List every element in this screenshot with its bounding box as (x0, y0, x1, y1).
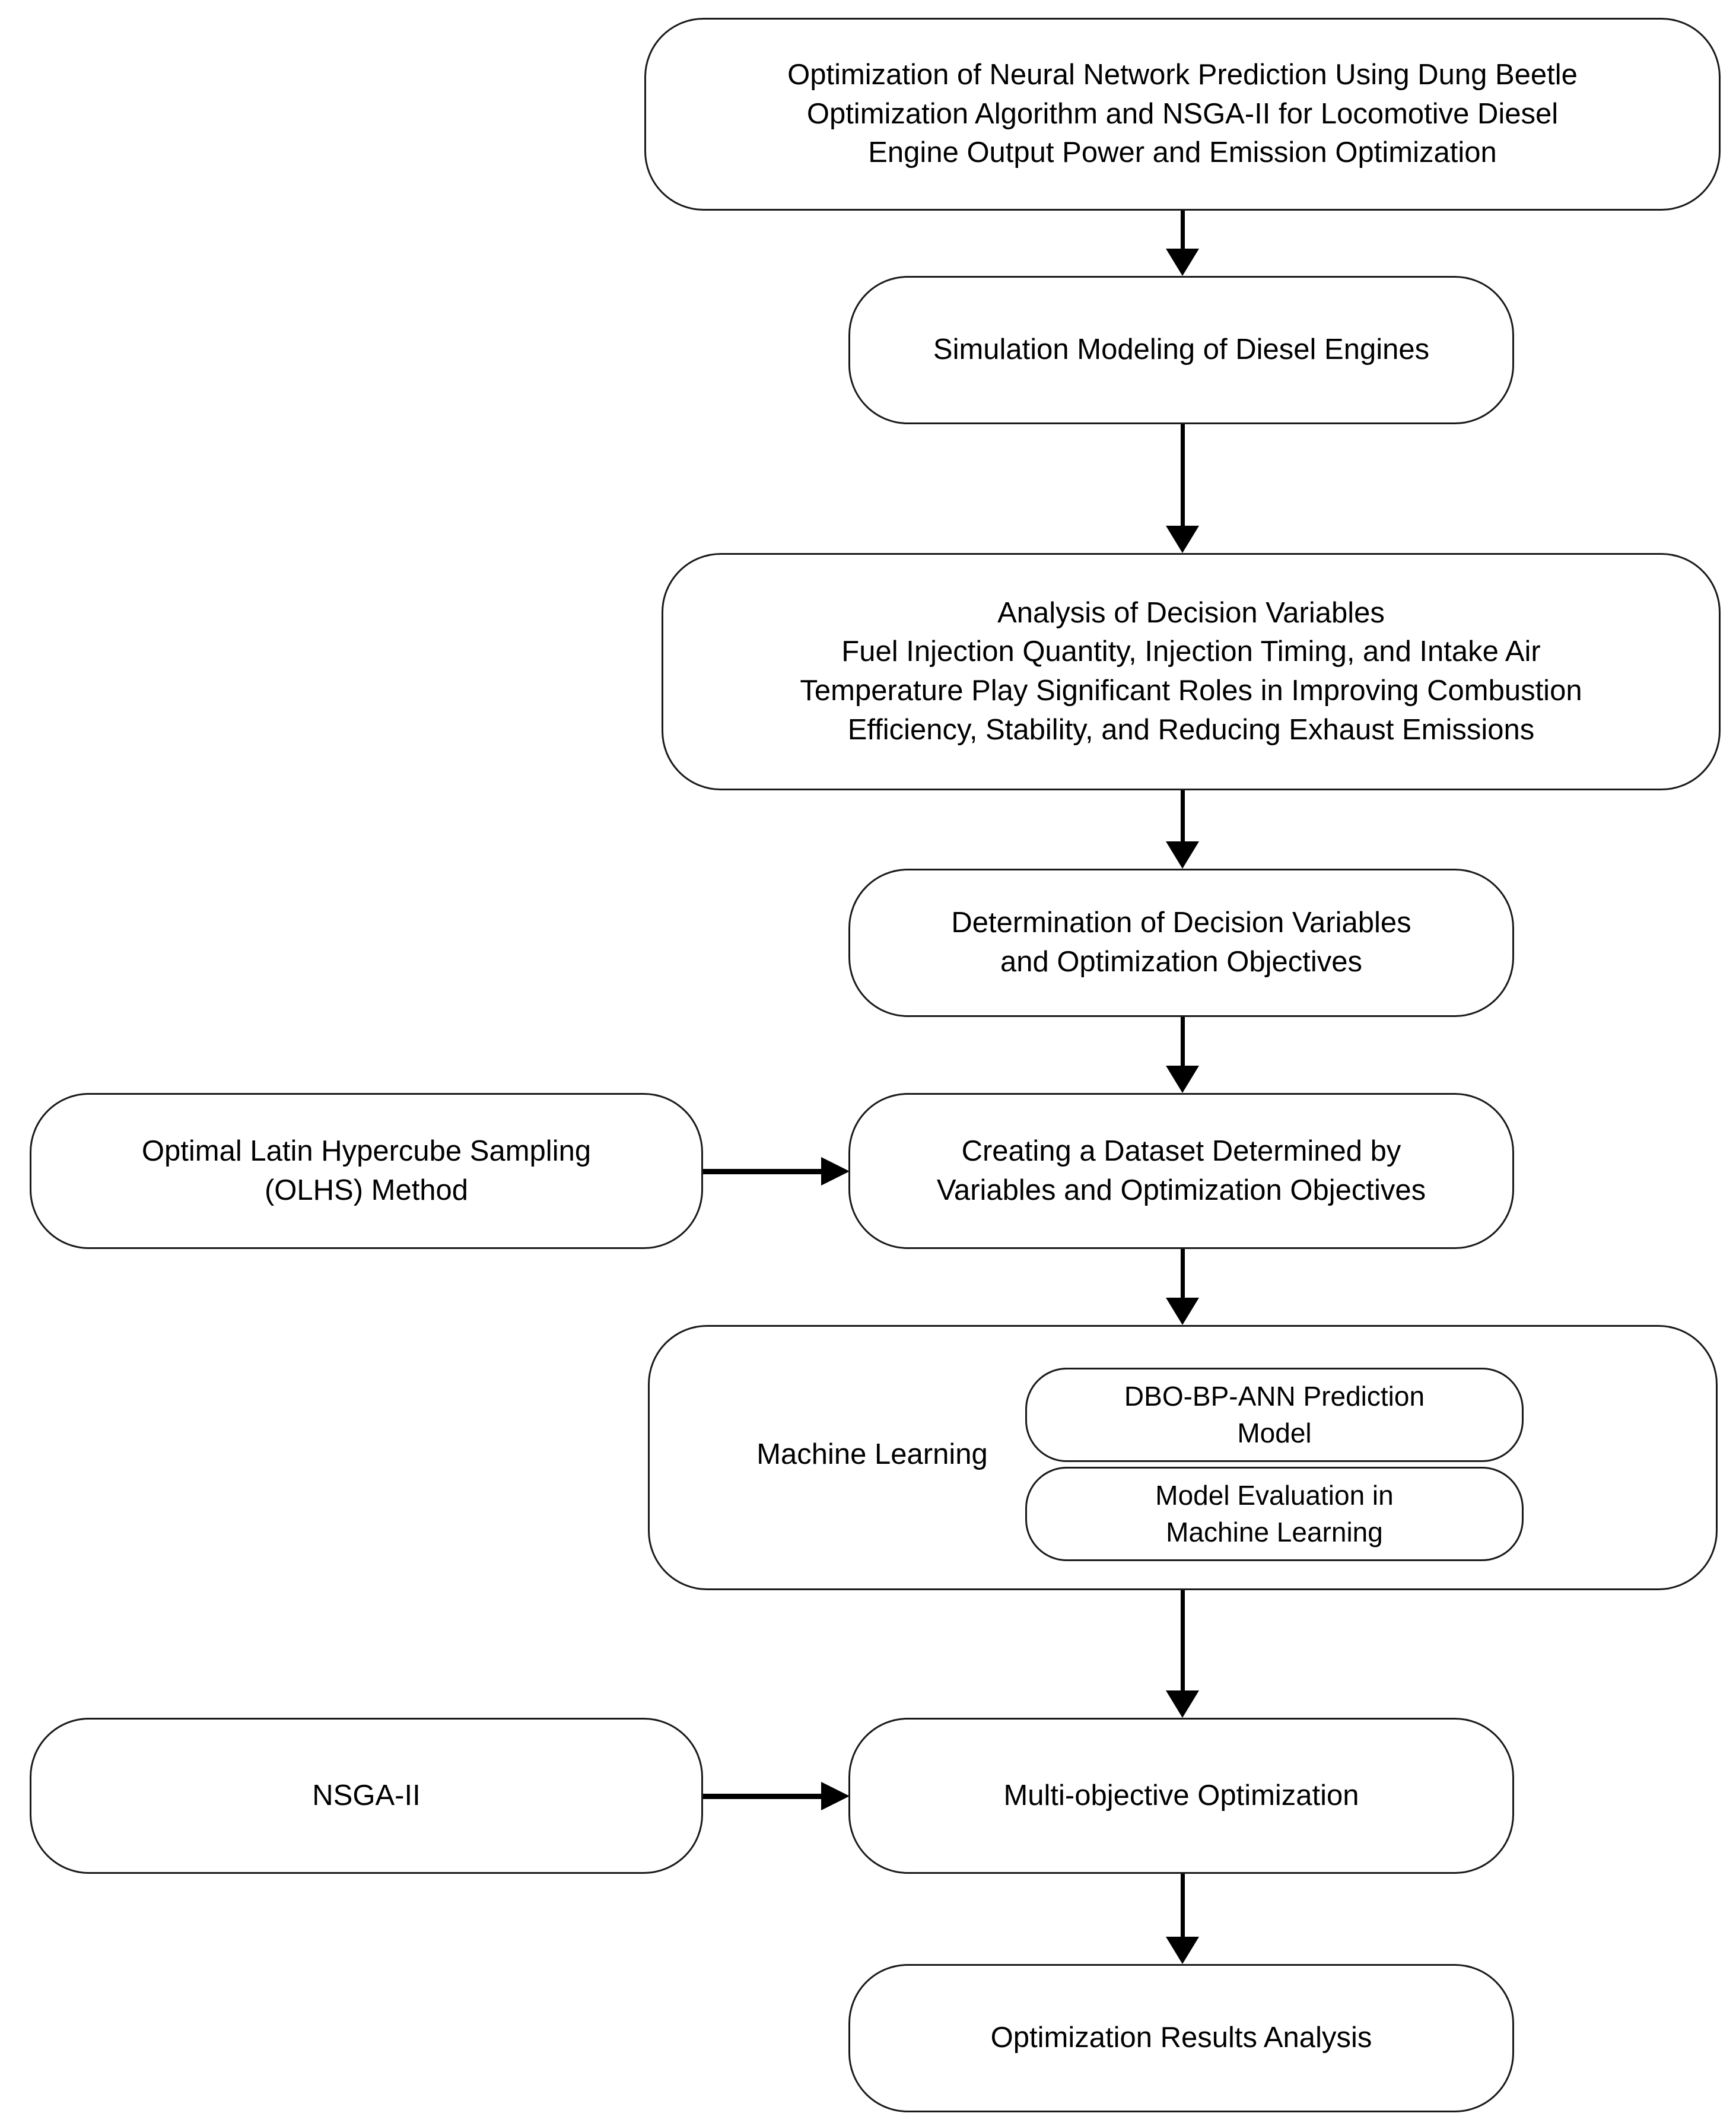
node-model-evaluation: Model Evaluation in Machine Learning (1025, 1467, 1524, 1561)
arrow-shaft (703, 1794, 825, 1799)
arrow-head (821, 1782, 850, 1810)
arrow-shaft (703, 1169, 825, 1174)
node-olhs-method: Optimal Latin Hypercube Sampling (OLHS) … (30, 1093, 703, 1249)
node-model-evaluation-label: Model Evaluation in Machine Learning (1155, 1479, 1394, 1547)
arrow-head (1166, 526, 1199, 553)
node-determination-decision-variables: Determination of Decision Variables and … (848, 869, 1514, 1017)
arrow-nsga-to-optimization (703, 1782, 850, 1810)
node-dbo-bp-ann-label: DBO-BP-ANN Prediction Model (1124, 1380, 1425, 1448)
arrow-simulation-to-analysis (1166, 424, 1199, 553)
node-analysis-decision-variables-label: Analysis of Decision Variables Fuel Inje… (800, 596, 1582, 746)
node-dbo-bp-ann: DBO-BP-ANN Prediction Model (1025, 1368, 1524, 1462)
node-machine-learning-label: Machine Learning (756, 1438, 988, 1470)
arrow-shaft (1181, 424, 1185, 526)
node-multi-objective-optimization: Multi-objective Optimization (848, 1718, 1514, 1874)
node-title: Optimization of Neural Network Predictio… (644, 18, 1721, 211)
node-creating-dataset: Creating a Dataset Determined by Variabl… (848, 1093, 1514, 1249)
arrow-olhs-to-dataset (703, 1157, 850, 1186)
arrow-head (1166, 841, 1199, 869)
node-optimization-results-label: Optimization Results Analysis (990, 2022, 1372, 2054)
arrow-head (1166, 1937, 1199, 1964)
arrow-shaft (1181, 1017, 1185, 1066)
node-analysis-decision-variables: Analysis of Decision Variables Fuel Inje… (662, 553, 1721, 790)
arrow-head (1166, 1298, 1199, 1325)
arrow-dataset-to-machine-learning (1166, 1249, 1199, 1325)
arrow-head (1166, 1690, 1199, 1718)
node-optimization-results: Optimization Results Analysis (848, 1964, 1514, 2112)
arrow-head (1166, 1066, 1199, 1093)
arrow-machine-learning-to-optimization (1166, 1590, 1199, 1718)
node-multi-objective-optimization-label: Multi-objective Optimization (1003, 1779, 1359, 1812)
node-title-label: Optimization of Neural Network Predictio… (787, 59, 1578, 169)
node-creating-dataset-label: Creating a Dataset Determined by Variabl… (936, 1134, 1426, 1206)
arrow-shaft (1181, 211, 1185, 249)
arrow-title-to-simulation (1166, 211, 1199, 276)
arrow-optimization-to-results (1166, 1874, 1199, 1964)
node-nsga-ii-label: NSGA-II (312, 1779, 421, 1812)
arrow-shaft (1181, 1590, 1185, 1690)
arrow-shaft (1181, 790, 1185, 841)
node-simulation-modeling: Simulation Modeling of Diesel Engines (848, 276, 1514, 424)
arrow-shaft (1181, 1249, 1185, 1298)
arrow-head (821, 1157, 850, 1186)
node-nsga-ii: NSGA-II (30, 1718, 703, 1874)
node-machine-learning-group: Machine Learning DBO-BP-ANN Prediction M… (648, 1325, 1718, 1590)
arrow-shaft (1181, 1874, 1185, 1937)
arrow-head (1166, 249, 1199, 276)
arrow-determination-to-dataset (1166, 1017, 1199, 1093)
node-simulation-modeling-label: Simulation Modeling of Diesel Engines (933, 333, 1430, 366)
node-determination-decision-variables-label: Determination of Decision Variables and … (951, 907, 1411, 978)
arrow-analysis-to-determination (1166, 790, 1199, 869)
node-olhs-method-label: Optimal Latin Hypercube Sampling (OLHS) … (141, 1134, 592, 1206)
